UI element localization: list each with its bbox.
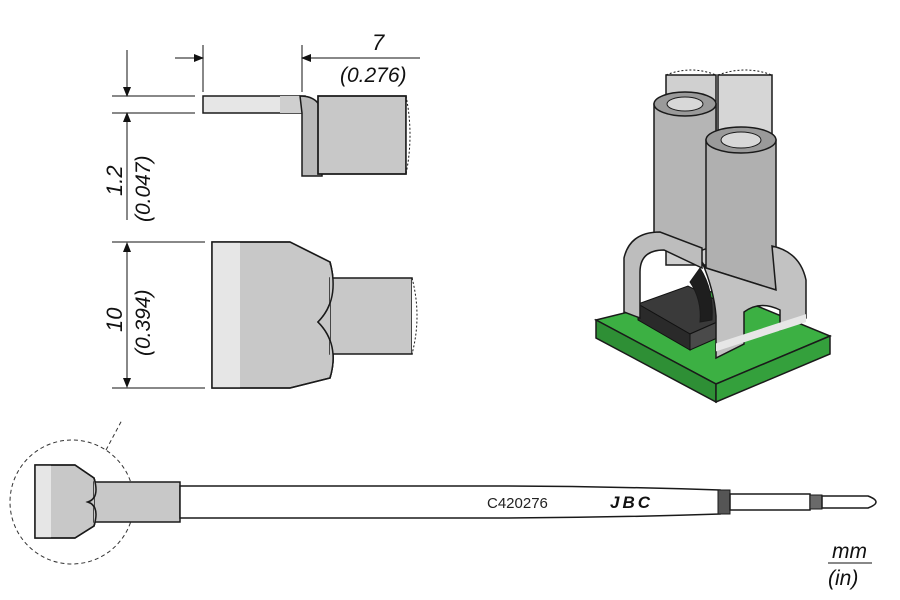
side-view <box>190 95 411 177</box>
left-clamp <box>623 231 703 320</box>
cartridge-view: C420276 JBC <box>9 419 877 565</box>
length-in-label: (0.276) <box>340 64 407 87</box>
brand-logo: JBC <box>610 493 653 512</box>
unit-secondary: (in) <box>828 567 858 590</box>
dimension-width: 10 (0.394) <box>102 241 205 389</box>
dimension-length: 7 (0.276) <box>175 30 420 92</box>
model-number: C420276 <box>487 495 548 512</box>
width-mm-label: 10 <box>102 307 127 332</box>
units-legend: mm (in) <box>828 540 872 590</box>
application-illustration <box>593 69 832 404</box>
top-view <box>211 241 418 389</box>
unit-primary: mm <box>832 540 867 563</box>
thickness-mm-label: 1.2 <box>102 165 127 196</box>
thickness-in-label: (0.047) <box>132 155 155 222</box>
width-in-label: (0.394) <box>132 289 155 356</box>
front-sleeve <box>705 139 777 292</box>
length-mm-label: 7 <box>372 30 385 55</box>
dimension-thickness: 1.2 (0.047) <box>102 50 195 222</box>
